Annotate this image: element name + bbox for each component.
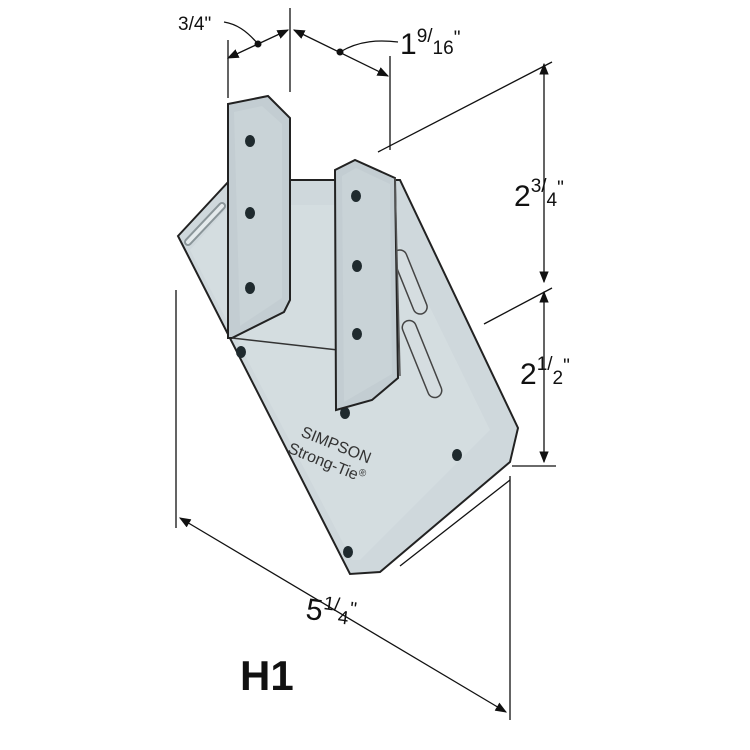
flange-hole [352, 260, 362, 272]
plate-hole [236, 346, 246, 358]
dim-label-overall-length: 51/4" [304, 591, 358, 633]
flange-hole [245, 207, 255, 219]
dim-upper-height: 23/4" [377, 61, 564, 325]
flange-hole [351, 190, 361, 202]
dim-lower-height: 21/2" [512, 290, 570, 467]
plate-hole [340, 407, 350, 419]
dim-label-opening-width: 19/16" [400, 26, 460, 61]
product-label: H1 [240, 652, 294, 699]
dim-overall-length: 51/4" [175, 290, 511, 720]
plate-hole [452, 449, 462, 461]
dim-flange-width: 3/4" [178, 8, 291, 98]
dim-label-upper-height: 23/4" [514, 176, 564, 213]
dim-label-flange-width: 3/4" [178, 14, 211, 35]
dim-label-lower-height: 21/2" [520, 354, 570, 391]
flange-hole [245, 282, 255, 294]
left-flange [227, 94, 339, 351]
plate-hole [343, 546, 353, 558]
right-flange [333, 158, 401, 412]
flange-hole [245, 135, 255, 147]
plate-slot-lower [401, 319, 443, 399]
flange-hole [352, 328, 362, 340]
dim-opening-width: 19/16" [292, 26, 460, 150]
